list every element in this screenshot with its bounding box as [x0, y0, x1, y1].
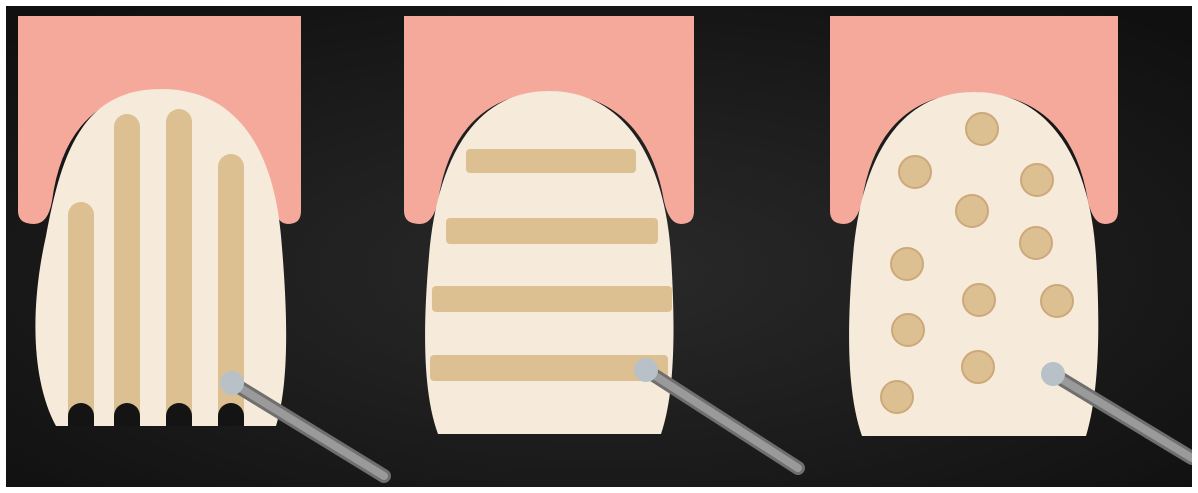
groove	[446, 218, 658, 244]
dimple	[956, 195, 988, 227]
dimple	[966, 113, 998, 145]
groove	[166, 109, 192, 426]
groove	[432, 286, 672, 312]
dimple	[1041, 285, 1073, 317]
groove	[430, 355, 668, 381]
dimple	[1021, 164, 1053, 196]
figure-frame	[6, 6, 1192, 487]
dimple	[963, 284, 995, 316]
tooth-icon	[425, 91, 673, 434]
dimple	[899, 156, 931, 188]
groove	[68, 202, 94, 426]
dimple	[1020, 227, 1052, 259]
groove	[466, 149, 636, 173]
dimple	[962, 351, 994, 383]
dimple	[891, 248, 923, 280]
dimple	[881, 381, 913, 413]
groove	[114, 114, 140, 426]
tooth-preparation-diagram	[6, 6, 1192, 487]
dimple	[892, 314, 924, 346]
